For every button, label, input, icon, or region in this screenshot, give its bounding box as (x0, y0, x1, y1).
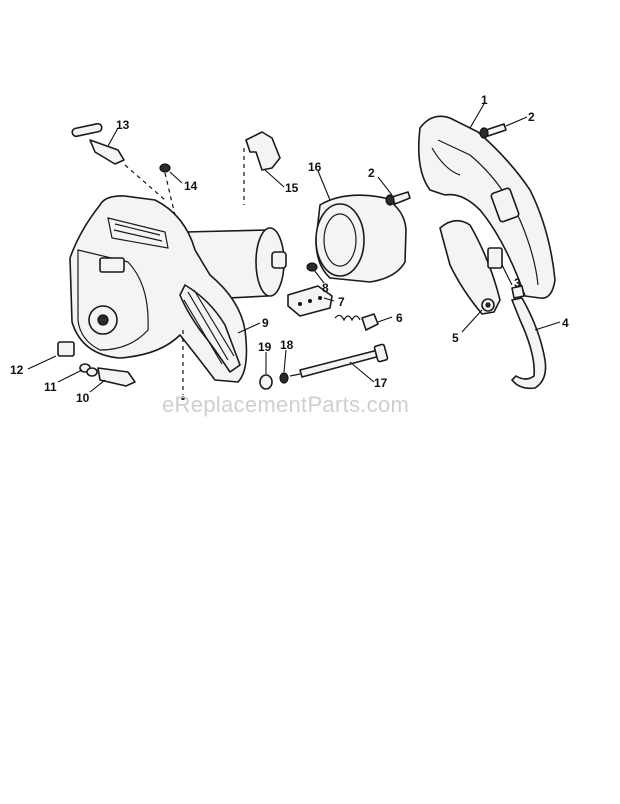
callout-8: 8 (322, 281, 329, 295)
spring-part-6 (334, 313, 379, 331)
bracket-part-15 (243, 131, 281, 205)
callout-2-middle: 2 (368, 166, 375, 180)
washer-parts-18-19 (259, 372, 289, 390)
callout-19: 19 (258, 340, 272, 354)
screw-part-2-right (479, 123, 507, 139)
callout-11: 11 (44, 380, 57, 394)
nut-part-8 (306, 262, 318, 272)
leader-lines (27, 103, 561, 393)
callout-3: 3 (514, 276, 521, 290)
switch-part-7 (287, 285, 333, 317)
callout-10: 10 (76, 391, 90, 405)
block-part-3 (487, 247, 525, 299)
callout-16: 16 (308, 160, 322, 174)
callout-7: 7 (338, 295, 345, 309)
callout-9: 9 (262, 316, 269, 330)
callout-1: 1 (481, 93, 488, 107)
motor-housing-part-9 (69, 195, 287, 400)
callout-15: 15 (285, 181, 299, 195)
callout-18: 18 (280, 338, 294, 352)
callout-17: 17 (374, 376, 388, 390)
callout-2-right: 2 (528, 110, 535, 124)
callout-14: 14 (184, 179, 198, 193)
pin-part-13 (71, 122, 166, 201)
handle-part-1 (417, 115, 556, 299)
bolt-part-17 (289, 343, 389, 378)
callout-6: 6 (396, 311, 403, 325)
callout-5: 5 (452, 331, 459, 345)
callout-13: 13 (116, 118, 130, 132)
gear-housing-part-16 (315, 194, 407, 283)
watermark-text: eReplacementParts.com (162, 392, 409, 417)
screw-part-14 (159, 163, 176, 216)
lever-part-4 (511, 297, 547, 390)
brush-parts-10-11-12 (57, 341, 136, 387)
callout-12: 12 (10, 363, 24, 377)
callout-labels: 1 2 2 3 4 5 6 7 8 9 10 11 12 13 14 15 16… (10, 93, 569, 405)
callout-4: 4 (562, 316, 569, 330)
guard-plate-part-5 (439, 219, 501, 315)
screw-part-2-middle (385, 191, 411, 206)
